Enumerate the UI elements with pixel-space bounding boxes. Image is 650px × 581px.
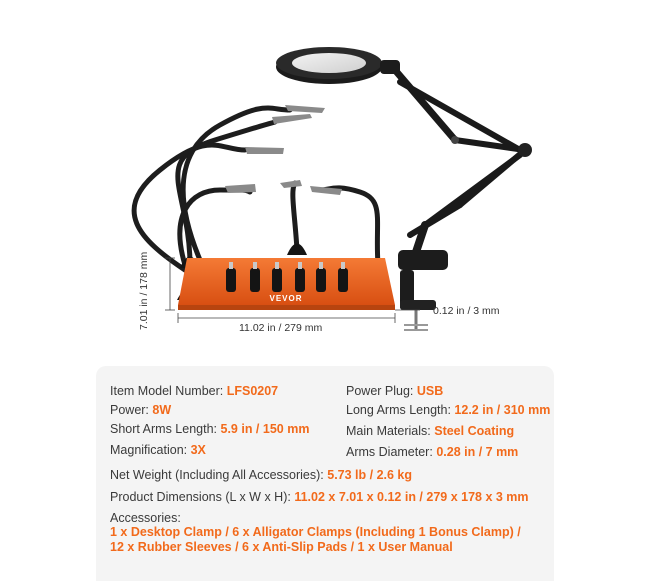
spec-magnification: Magnification: 3X: [110, 443, 206, 457]
spec-label: Power:: [110, 403, 149, 417]
spec-accessories-label: Accessories:: [110, 511, 181, 525]
spec-materials: Main Materials: Steel Coating: [346, 424, 514, 438]
lamp-arm: [391, 66, 528, 259]
alligator-clamps: [225, 105, 342, 195]
spec-label: Item Model Number:: [110, 384, 224, 398]
magnifier-lamp: [276, 47, 400, 84]
vevor-logo: VEVOR: [269, 294, 302, 303]
spec-label: Product Dimensions (L x W x H):: [110, 490, 291, 504]
spec-value: 5.73 lb / 2.6 kg: [327, 468, 413, 482]
spec-value: LFS0207: [226, 384, 279, 398]
magnifier-lens: [292, 53, 366, 73]
dimension-lines: [165, 257, 420, 323]
spec-arms-diameter: Arms Diameter: 0.28 in / 7 mm: [346, 445, 518, 459]
spec-value: 3X: [190, 443, 206, 457]
dimension-height-label: 7.01 in / 178 mm: [138, 251, 150, 330]
spec-label: Net Weight (Including All Accessories):: [110, 468, 324, 482]
spec-value: 0.28 in / 7 mm: [436, 445, 519, 459]
dimension-width-label: 11.02 in / 279 mm: [239, 322, 323, 334]
rubber-sleeves: [226, 268, 348, 292]
spec-net-weight: Net Weight (Including All Accessories): …: [110, 468, 412, 482]
spec-label: Arms Diameter:: [346, 445, 433, 459]
product-image: VEVOR: [131, 47, 532, 331]
gooseneck-arms: [131, 105, 381, 273]
spec-value: 12.2 in / 310 mm: [454, 403, 551, 417]
spec-value: 12 x Rubber Sleeves / 6 x Anti-Slip Pads…: [110, 540, 453, 554]
spec-label: Power Plug:: [346, 384, 414, 398]
spec-accessories-line-1: 1 x Desktop Clamp / 6 x Alligator Clamps…: [110, 525, 521, 539]
spec-label: Accessories:: [110, 511, 181, 525]
arm-joint: [518, 143, 532, 157]
desk-clamp: [398, 250, 448, 331]
spec-product-dimensions: Product Dimensions (L x W x H): 11.02 x …: [110, 490, 529, 504]
spec-value: Steel Coating: [434, 424, 515, 438]
spec-value: 11.02 x 7.01 x 0.12 in / 279 x 178 x 3 m…: [294, 490, 529, 504]
spec-label: Long Arms Length:: [346, 403, 451, 417]
spec-value: USB: [416, 384, 444, 398]
spec-value: 1 x Desktop Clamp / 6 x Alligator Clamps…: [110, 525, 521, 539]
spec-value: 8W: [152, 403, 172, 417]
dimension-thickness-label: 0.12 in / 3 mm: [433, 305, 500, 317]
spec-value: 5.9 in / 150 mm: [220, 422, 310, 436]
spec-label: Magnification:: [110, 443, 188, 457]
spec-power: Power: 8W: [110, 403, 171, 417]
spec-item-model: Item Model Number: LFS0207: [110, 384, 278, 398]
spec-accessories-line-2: 12 x Rubber Sleeves / 6 x Anti-Slip Pads…: [110, 540, 453, 554]
spec-long-arms: Long Arms Length: 12.2 in / 310 mm: [346, 403, 550, 417]
specs-panel: [96, 366, 554, 581]
spec-power-plug: Power Plug: USB: [346, 384, 443, 398]
spec-short-arms: Short Arms Length: 5.9 in / 150 mm: [110, 422, 309, 436]
spec-label: Main Materials:: [346, 424, 431, 438]
spec-label: Short Arms Length:: [110, 422, 218, 436]
